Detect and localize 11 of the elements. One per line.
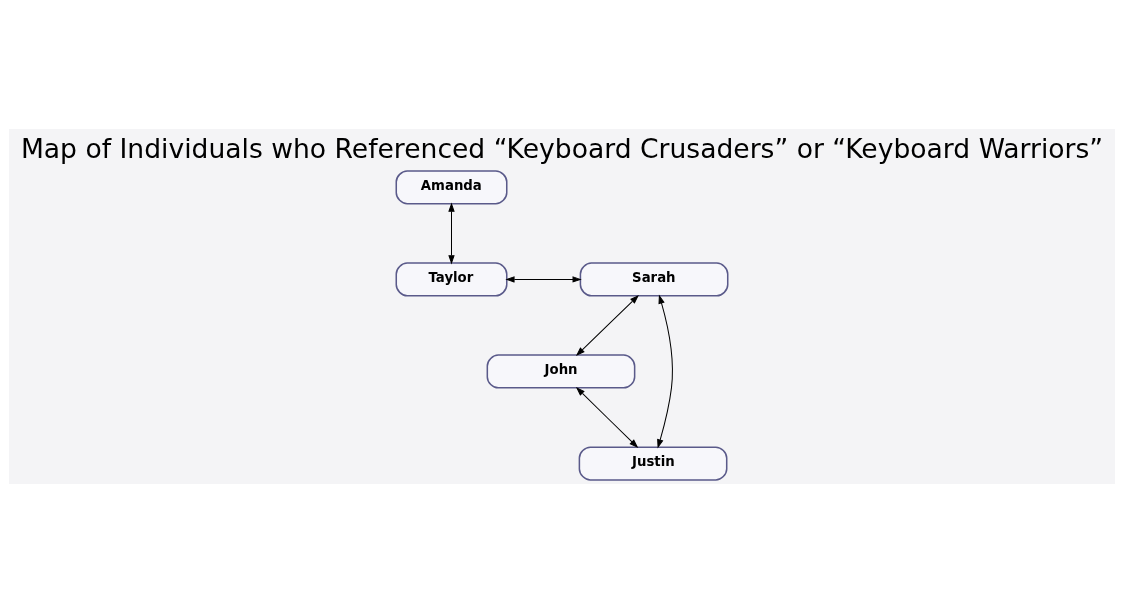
node-box: John: [486, 354, 636, 389]
arrow: [575, 387, 639, 449]
arrow: [575, 295, 639, 356]
node-box: Amanda: [395, 170, 508, 205]
node-box: Taylor: [395, 262, 508, 297]
arrow: [505, 276, 582, 283]
node-box: Justin: [578, 446, 728, 481]
diagram-title: Map of Individuals who Referenced “Keyboard Crusaders” or “Keyboard Warriors”: [20, 133, 1104, 165]
arrow: [657, 294, 673, 449]
arrow: [448, 202, 455, 265]
node-box: Sarah: [579, 262, 729, 297]
